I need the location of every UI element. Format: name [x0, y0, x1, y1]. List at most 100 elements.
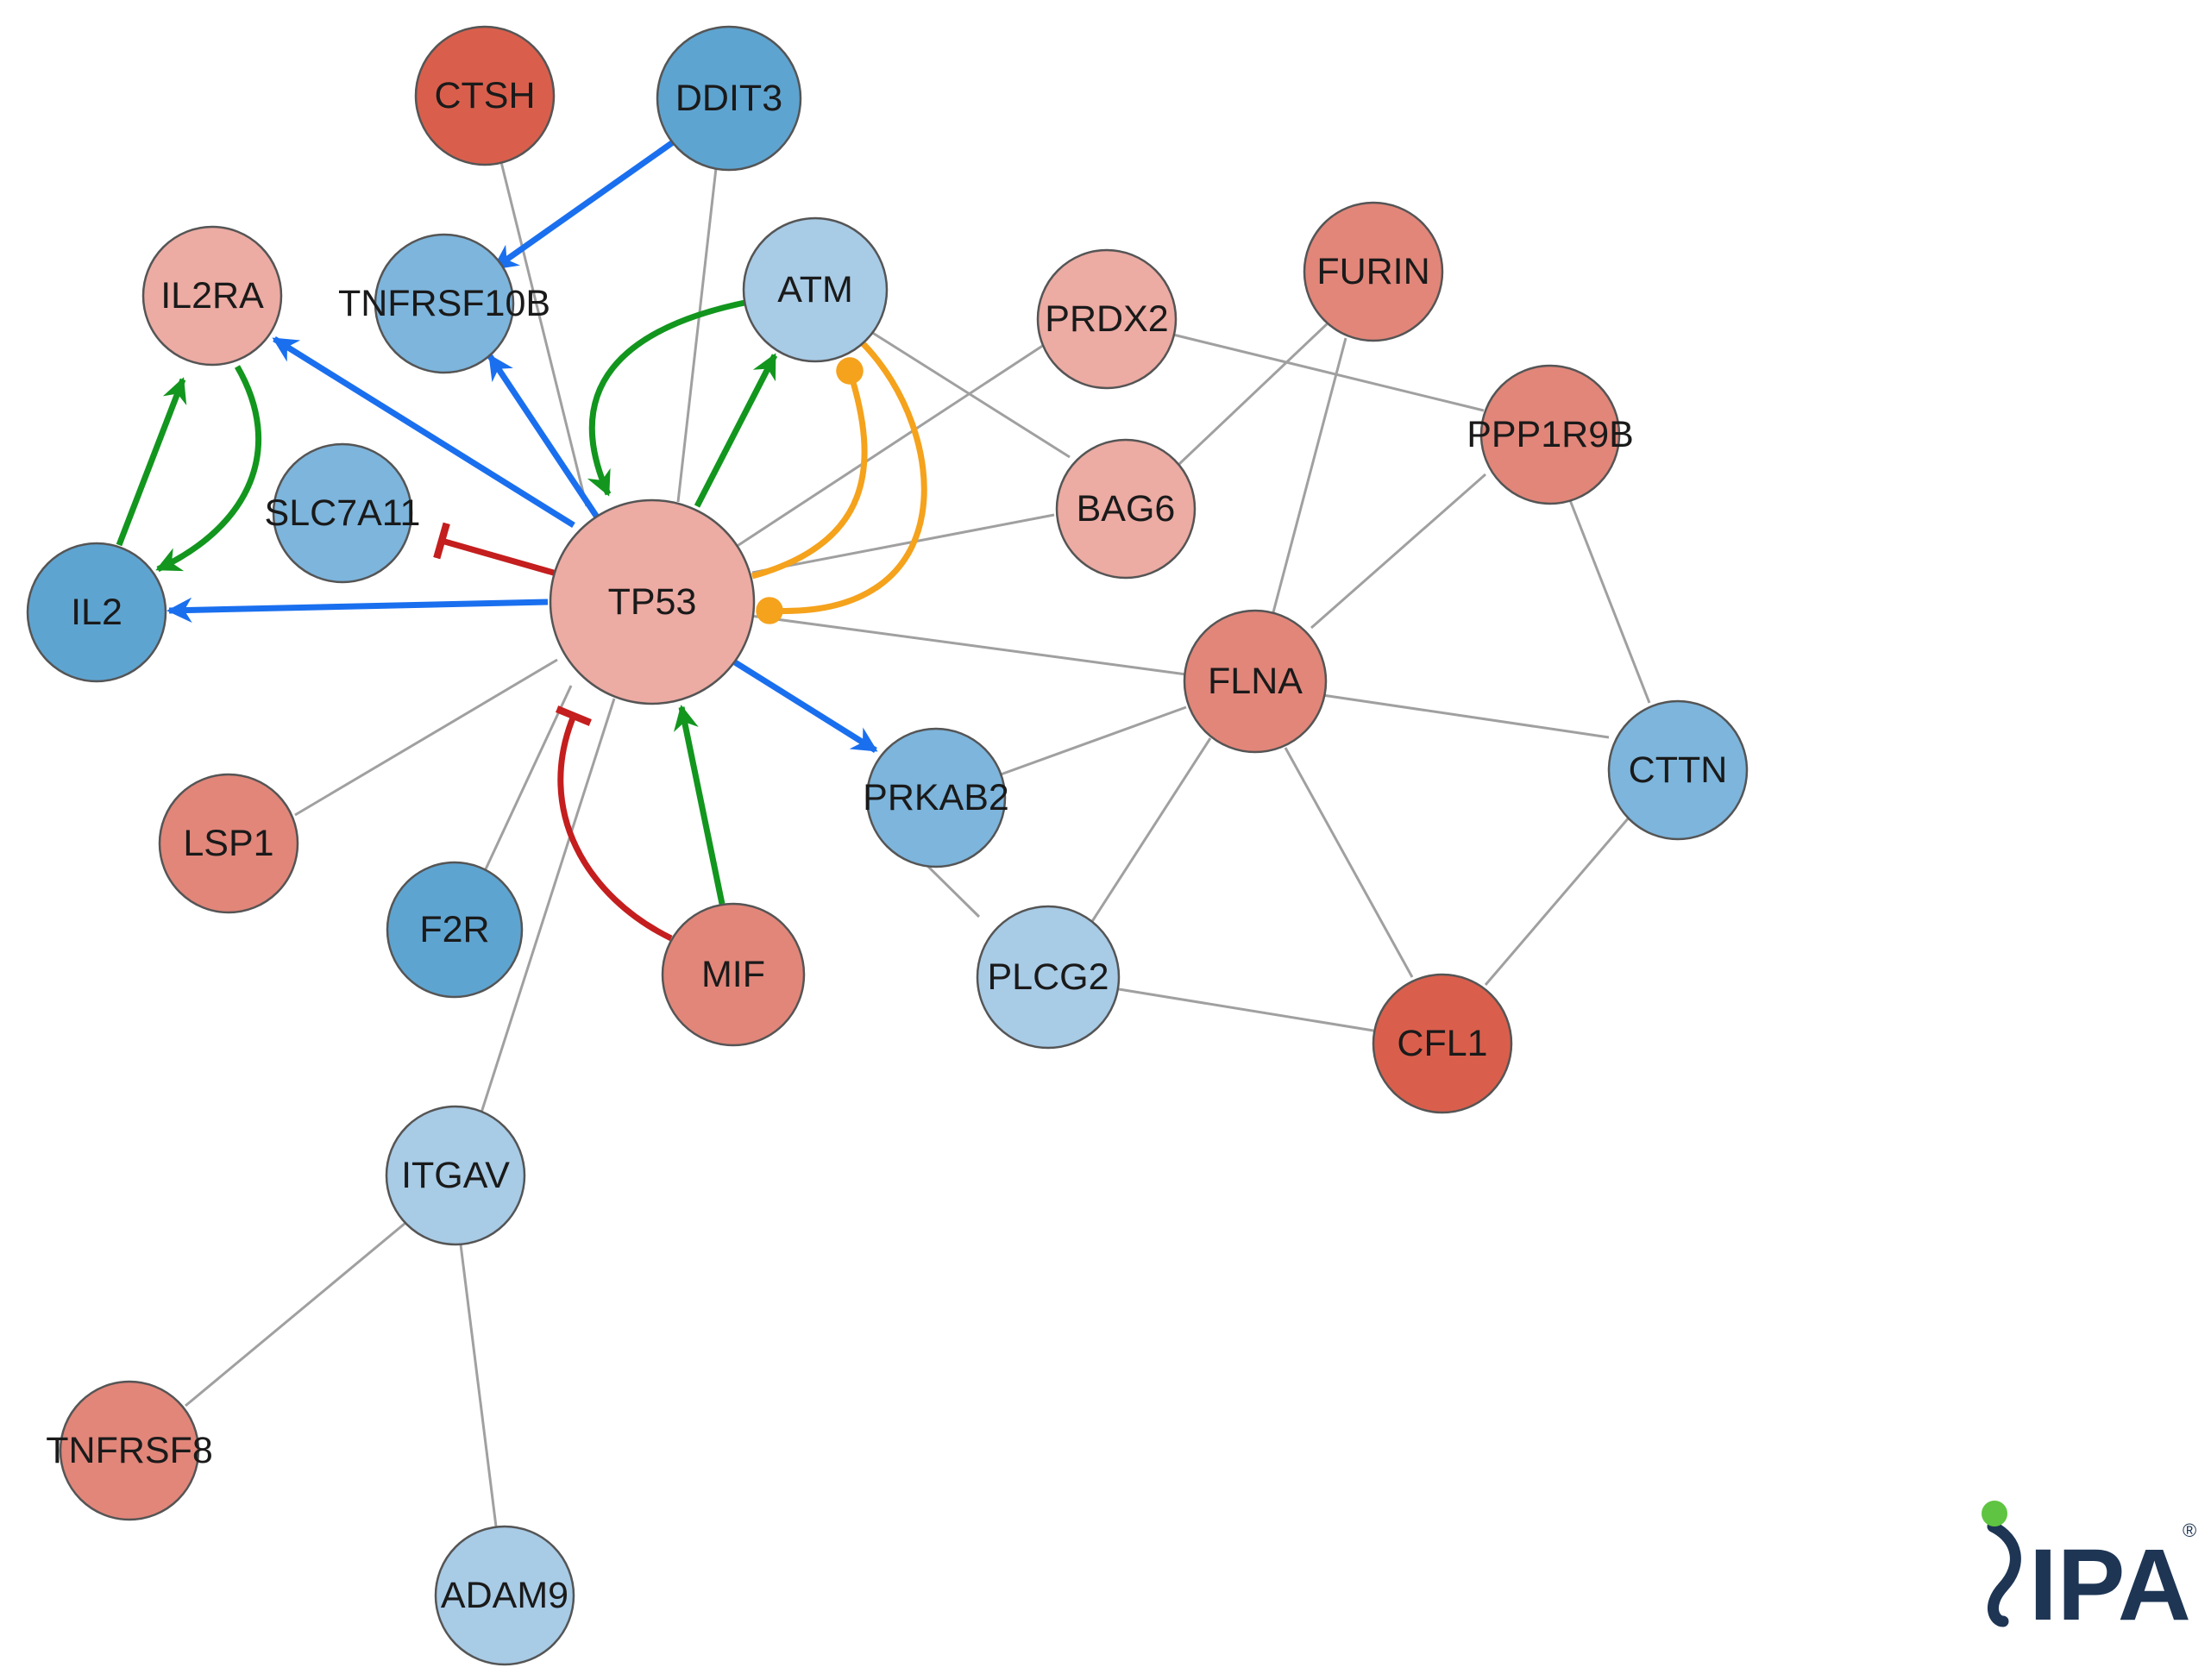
inhibition-edges — [433, 522, 673, 942]
node-tnfrsf8-label: TNFRSF8 — [46, 1430, 213, 1471]
edge-tp53-slc7a11 — [433, 522, 557, 577]
logo-connector-icon — [1987, 1520, 2021, 1627]
node-f2r[interactable]: F2R — [386, 861, 524, 999]
node-bag6[interactable]: BAG6 — [1055, 438, 1197, 580]
node-atm[interactable]: ATM — [742, 216, 889, 363]
node-prkab2-circle — [865, 727, 1007, 868]
node-mif-circle — [661, 902, 806, 1047]
node-flna-circle — [1183, 609, 1328, 754]
node-prkab2-label: PRKAB2 — [863, 777, 1009, 818]
node-il2ra-circle — [141, 225, 283, 367]
edge-tp53-flna — [750, 614, 1187, 676]
edge-flna-prkab2 — [1000, 705, 1187, 776]
node-il2ra-label: IL2RA — [160, 275, 264, 317]
node-slc7a11[interactable]: SLC7A11 — [265, 442, 421, 584]
logo-text: IPA — [2029, 1528, 2191, 1642]
edge-itgav-tnfrsf8 — [185, 1221, 406, 1407]
edge-itgav-adam9 — [459, 1244, 498, 1527]
node-cfl1-label: CFL1 — [1397, 1023, 1487, 1064]
node-prdx2[interactable]: PRDX2 — [1036, 248, 1178, 390]
node-adam9[interactable]: ADAM9 — [434, 1525, 575, 1666]
node-ddit3-label: DDIT3 — [675, 78, 782, 119]
node-ppp1r9b-circle — [1479, 364, 1621, 505]
node-bag6-circle — [1055, 438, 1197, 580]
edge-atm-tp53-feedback — [756, 341, 927, 624]
node-tp53-circle — [549, 498, 756, 705]
node-plcg2-circle — [976, 905, 1121, 1050]
node-itgav[interactable]: ITGAV — [385, 1105, 526, 1246]
edge-ctsh-tp53 — [499, 158, 588, 507]
node-itgav-label: ITGAV — [401, 1155, 510, 1196]
node-il2-circle — [26, 542, 167, 683]
node-atm-label: ATM — [777, 269, 853, 310]
node-ctsh-circle — [414, 25, 556, 166]
edge-il2ra-il2 — [155, 365, 262, 573]
node-cfl1-circle — [1372, 973, 1513, 1114]
node-tnfrsf10b[interactable]: TNFRSF10B — [338, 233, 550, 374]
node-flna-label: FLNA — [1208, 661, 1303, 702]
node-bag6-label: BAG6 — [1077, 488, 1176, 530]
node-prkab2[interactable]: PRKAB2 — [863, 727, 1009, 868]
node-tnfrsf10b-circle — [374, 233, 515, 374]
node-ppp1r9b-label: PPP1R9B — [1467, 414, 1634, 455]
edge-prkab2-plcg2 — [918, 856, 981, 918]
edge-flna-plcg2 — [1090, 737, 1212, 924]
node-itgav-circle — [385, 1105, 526, 1246]
edge-furin-flna — [1272, 337, 1347, 613]
node-ppp1r9b[interactable]: PPP1R9B — [1467, 364, 1634, 505]
edge-tp53-atm-feedback — [751, 357, 868, 580]
node-lsp1[interactable]: LSP1 — [158, 773, 299, 914]
edge-prdx2-ppp1r9b — [1172, 333, 1485, 412]
node-slc7a11-circle — [272, 442, 413, 584]
edge-cttn-cfl1 — [1484, 810, 1636, 986]
node-mif-label: MIF — [701, 954, 765, 995]
node-furin[interactable]: FURIN — [1303, 201, 1444, 342]
nodes: CTSH DDIT3 IL2RA TNFRSF10B ATM PRDX2 FUR… — [26, 25, 1749, 1666]
edge-tp53-prdx2 — [732, 343, 1045, 550]
activation-edges — [166, 140, 878, 753]
node-cttn[interactable]: CTTN — [1607, 699, 1749, 841]
node-ctsh[interactable]: CTSH — [414, 25, 556, 166]
edge-atm-tp53 — [587, 298, 750, 497]
node-lsp1-circle — [158, 773, 299, 914]
plain-edges — [185, 158, 1651, 1527]
node-il2-label: IL2 — [71, 592, 122, 633]
node-furin-label: FURIN — [1316, 251, 1429, 292]
node-f2r-label: F2R — [419, 909, 489, 950]
edge-flna-cttn — [1322, 693, 1610, 739]
edge-atm-bag6 — [870, 330, 1071, 459]
node-plcg2-label: PLCG2 — [987, 956, 1109, 998]
node-ctsh-label: CTSH — [434, 75, 535, 116]
node-ddit3[interactable]: DDIT3 — [656, 25, 802, 172]
node-plcg2[interactable]: PLCG2 — [976, 905, 1121, 1050]
node-cttn-circle — [1607, 699, 1749, 841]
edge-furin-bag6 — [1178, 321, 1330, 466]
node-il2[interactable]: IL2 — [26, 542, 167, 683]
node-furin-circle — [1303, 201, 1444, 342]
edge-tp53-il2 — [166, 597, 549, 624]
edge-tp53-bag6 — [751, 513, 1055, 574]
node-mif[interactable]: MIF — [661, 902, 806, 1047]
edge-ddit3-tnfrsf10b — [492, 140, 675, 271]
node-ddit3-circle — [656, 25, 802, 172]
node-prdx2-label: PRDX2 — [1045, 298, 1168, 340]
node-lsp1-label: LSP1 — [183, 823, 273, 864]
node-adam9-label: ADAM9 — [441, 1575, 568, 1616]
node-f2r-circle — [386, 861, 524, 999]
leads-to-edges — [116, 298, 778, 905]
edge-tp53-itgav — [480, 698, 616, 1113]
node-flna[interactable]: FLNA — [1183, 609, 1328, 754]
node-il2ra[interactable]: IL2RA — [141, 225, 283, 367]
node-tnfrsf10b-label: TNFRSF10B — [338, 283, 550, 324]
edge-tp53-tnfrsf10b — [487, 354, 600, 520]
node-cfl1[interactable]: CFL1 — [1372, 973, 1513, 1114]
edge-tp53-lsp1 — [294, 658, 558, 817]
node-tp53[interactable]: TP53 — [549, 498, 756, 705]
logo-registered-mark: ® — [2183, 1520, 2196, 1541]
feedback-edges — [751, 341, 927, 624]
logo-green-dot-icon — [1982, 1501, 2007, 1526]
node-tnfrsf8[interactable]: TNFRSF8 — [46, 1380, 213, 1521]
edge-flna-cfl1 — [1284, 747, 1414, 978]
node-tnfrsf8-circle — [59, 1380, 200, 1521]
